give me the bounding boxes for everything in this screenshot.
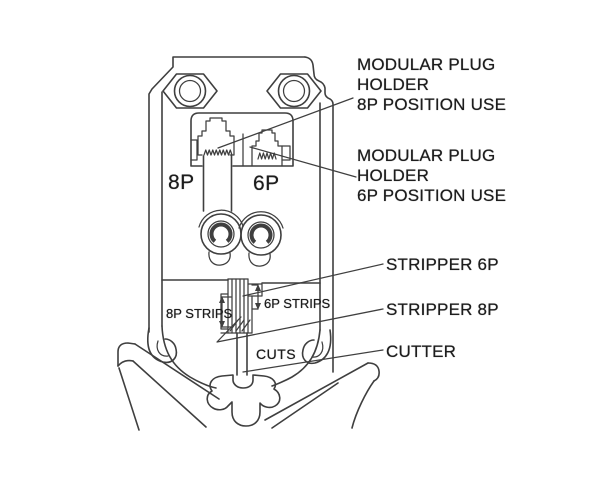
- label-cuts: CUTS: [256, 346, 297, 362]
- hex-nut-left-inner-ring: [178, 79, 202, 103]
- stripper-blade-stack: [161, 278, 321, 334]
- hex-nut-left-outer-ring: [173, 74, 207, 108]
- hex-nuts: [162, 73, 322, 109]
- cam-right-outer-circle: [240, 214, 282, 256]
- label-strips-6p: 6P STRIPS: [264, 296, 331, 311]
- leader-stripper-6p: [242, 263, 384, 297]
- cam-left-lower-tab: [208, 251, 231, 266]
- plug-holder-block: [190, 112, 294, 212]
- callout-stripper-8p: STRIPPER 8P: [386, 300, 499, 319]
- leader-holder-6p: [249, 146, 357, 178]
- cam-right-inner-circle: [247, 221, 275, 249]
- ear-left-inner: [156, 340, 169, 357]
- stripper-6p-tab: [247, 283, 263, 297]
- blade-hatch-3: [241, 319, 251, 332]
- right-handle-top-edge: [264, 362, 369, 421]
- pivot-ears: [147, 327, 332, 365]
- right-handle-outer-edge: [351, 380, 375, 429]
- hex-nut-right-outer-ring: [277, 74, 311, 108]
- cutter-and-pivot: [206, 332, 281, 427]
- holder-side-tab-left: [190, 139, 198, 161]
- left-handle-top-edge: [134, 343, 220, 400]
- cam-left-outer-circle: [200, 213, 242, 255]
- cam-right-lower-tab: [248, 252, 271, 267]
- cam-right-c-ring: [249, 223, 273, 244]
- hex-nut-right-inner-ring: [282, 79, 306, 103]
- arrow-8p-strips-head-bottom: [219, 321, 225, 328]
- arrow-6p-strips-head-bottom: [255, 303, 261, 310]
- leader-cutter: [242, 349, 384, 373]
- leader-lines: [216, 97, 384, 373]
- callout-holder-8p: MODULAR PLUG HOLDER 8P POSITION USE: [357, 55, 506, 115]
- cam-shell-top-left-arc: [198, 209, 244, 228]
- left-handle-cap: [117, 342, 136, 367]
- body-lower-right-curve: [271, 329, 321, 387]
- holder-side-tab-right: [281, 145, 291, 161]
- callout-holder-8p-line3: 8P POSITION USE: [357, 95, 507, 114]
- callout-holder-6p-line2: HOLDER: [357, 166, 430, 185]
- left-handle-bottom-edge: [132, 360, 207, 428]
- right-handle-bottom-edge: [271, 382, 339, 429]
- ear-right-inner: [311, 341, 324, 358]
- ear-right-outer: [301, 329, 332, 365]
- right-handle-cap: [367, 362, 380, 382]
- holder-block-outline: [190, 112, 294, 167]
- tool-head-frame: [148, 56, 334, 389]
- leader-stripper-8p: [216, 308, 384, 343]
- blade-hatch-2: [235, 319, 245, 332]
- ear-left-outer: [147, 327, 178, 364]
- hex-nut-right: [266, 73, 322, 109]
- label-strips-8p: 8P STRIPS: [166, 306, 233, 321]
- cavity-8p-outline: [197, 117, 235, 156]
- leader-holder-8p: [217, 97, 354, 149]
- label-position-8p: 8P: [168, 171, 195, 194]
- head-right-edge: [304, 56, 334, 373]
- pivot-block-outline: [206, 374, 281, 427]
- label-position-6p: 6P: [253, 172, 280, 195]
- cam-left-inner-circle: [207, 220, 235, 248]
- strip-extent-arrows: [219, 284, 261, 328]
- crimp-cam-rollers: [198, 209, 284, 267]
- callout-cutter: CUTTER: [386, 342, 457, 361]
- cam-left-c-ring: [209, 222, 233, 243]
- left-handle-cap-bottom: [117, 359, 134, 367]
- callout-holder-6p: MODULAR PLUG HOLDER 6P POSITION USE: [357, 146, 506, 206]
- stripper-8p-tab: [220, 293, 229, 330]
- handles: [117, 342, 380, 431]
- callout-holder-6p-line1: MODULAR PLUG: [357, 146, 496, 165]
- cavity-8p-serration: [203, 149, 233, 156]
- callout-holder-8p-line2: HOLDER: [357, 75, 430, 94]
- cam-shell-top-right-arc: [238, 211, 284, 229]
- head-top-and-left-edge: [148, 56, 306, 333]
- callout-stripper-6p: STRIPPER 6P: [386, 255, 499, 274]
- arrow-8p-strips-head-top: [219, 296, 225, 303]
- hex-nut-left: [162, 73, 218, 109]
- callout-holder-6p-line3: 6P POSITION USE: [357, 186, 507, 205]
- cavity-6p-serration: [257, 152, 277, 160]
- arrow-6p-strips-head-top: [255, 284, 261, 291]
- left-handle-outer-edge: [118, 367, 140, 431]
- callout-holder-8p-line1: MODULAR PLUG: [357, 55, 496, 74]
- cavity-6p-outline: [251, 129, 283, 167]
